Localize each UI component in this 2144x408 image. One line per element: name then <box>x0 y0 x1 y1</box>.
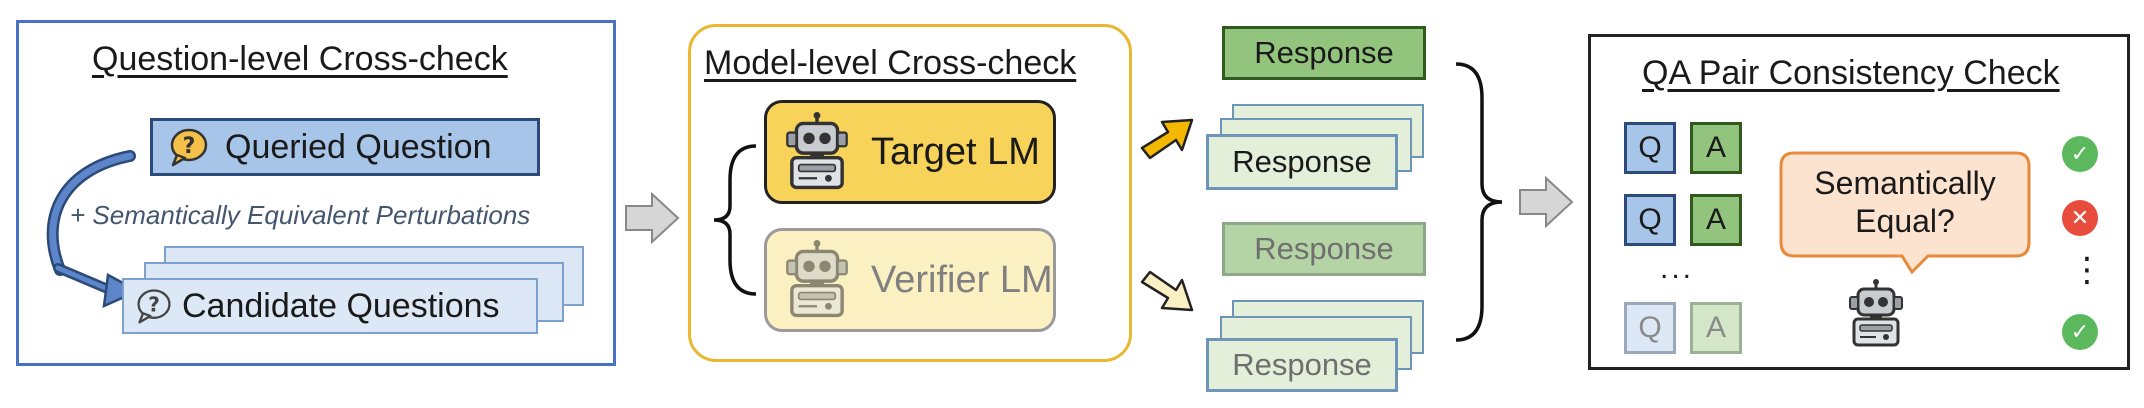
perturbation-note: + Semantically Equivalent Perturbations <box>70 200 531 230</box>
a-cell: A <box>1690 122 1742 174</box>
curved-arrow-icon <box>46 150 140 309</box>
question-bubble-icon: ? <box>170 128 208 167</box>
qa-ellipsis: ... <box>1660 252 1695 285</box>
brace-icon <box>713 144 757 296</box>
question-level-panel <box>16 20 616 366</box>
a-label: A <box>1705 131 1726 164</box>
a-label: A <box>1705 203 1726 236</box>
robot-icon <box>1846 276 1906 352</box>
model-panel-title: Model-level Cross-check <box>704 44 1077 82</box>
a-label: A <box>1705 311 1726 344</box>
speech-bubble-icon <box>1779 151 2031 274</box>
target-arrow-icon <box>1140 118 1194 160</box>
brace-icon <box>1455 62 1503 342</box>
flow-arrow-icon <box>625 192 680 244</box>
check-circle-icon: ✓ <box>2062 314 2098 350</box>
robot-icon <box>781 240 853 320</box>
candidate-questions-label: Candidate Questions <box>182 286 500 325</box>
qa-panel-title: QA Pair Consistency Check <box>1642 54 2060 92</box>
verifier-response-box: Response <box>1222 222 1426 276</box>
qa-consistency-panel <box>1588 34 2130 370</box>
check-circle-icon: ✓ <box>2062 136 2098 172</box>
target-response-box: Response <box>1222 26 1426 80</box>
a-cell: A <box>1690 302 1742 354</box>
response-label: Response <box>1232 144 1372 179</box>
q-cell: Q <box>1624 302 1676 354</box>
q-label: Q <box>1638 203 1662 236</box>
queried-question-label: Queried Question <box>225 127 492 166</box>
model-level-panel <box>688 24 1132 362</box>
candidate-questions-box: ? Candidate Questions <box>122 278 538 334</box>
response-label: Response <box>1232 347 1372 382</box>
target-lm-label: Target LM <box>871 130 1040 173</box>
response-label: Response <box>1254 231 1394 266</box>
q-cell: Q <box>1624 122 1676 174</box>
svg-text:?: ? <box>183 134 196 159</box>
flow-arrow-icon <box>1519 176 1574 228</box>
robot-icon <box>781 112 853 192</box>
q-label: Q <box>1638 311 1662 344</box>
response-label: Response <box>1254 35 1394 70</box>
vertical-ellipsis: ⋮ <box>2070 250 2104 290</box>
q-cell: Q <box>1624 194 1676 246</box>
svg-text:?: ? <box>148 292 160 316</box>
target-lm-box: Target LM <box>764 100 1056 204</box>
question-panel-title: Question-level Cross-check <box>92 40 508 78</box>
cross-circle-icon: ✕ <box>2062 200 2098 236</box>
verifier-lm-box: Verifier LM <box>764 228 1056 332</box>
question-bubble-icon: ? <box>137 289 171 324</box>
speech-text: Semantically Equal? <box>1814 165 1996 239</box>
verifier-lm-label: Verifier LM <box>871 258 1053 301</box>
a-cell: A <box>1690 194 1742 246</box>
target-candidate-response-box: Response <box>1206 134 1398 190</box>
verifier-candidate-response-box: Response <box>1206 338 1398 392</box>
queried-question-box: ? Queried Question <box>150 118 540 176</box>
verifier-arrow-icon <box>1140 270 1194 312</box>
q-label: Q <box>1638 131 1662 164</box>
